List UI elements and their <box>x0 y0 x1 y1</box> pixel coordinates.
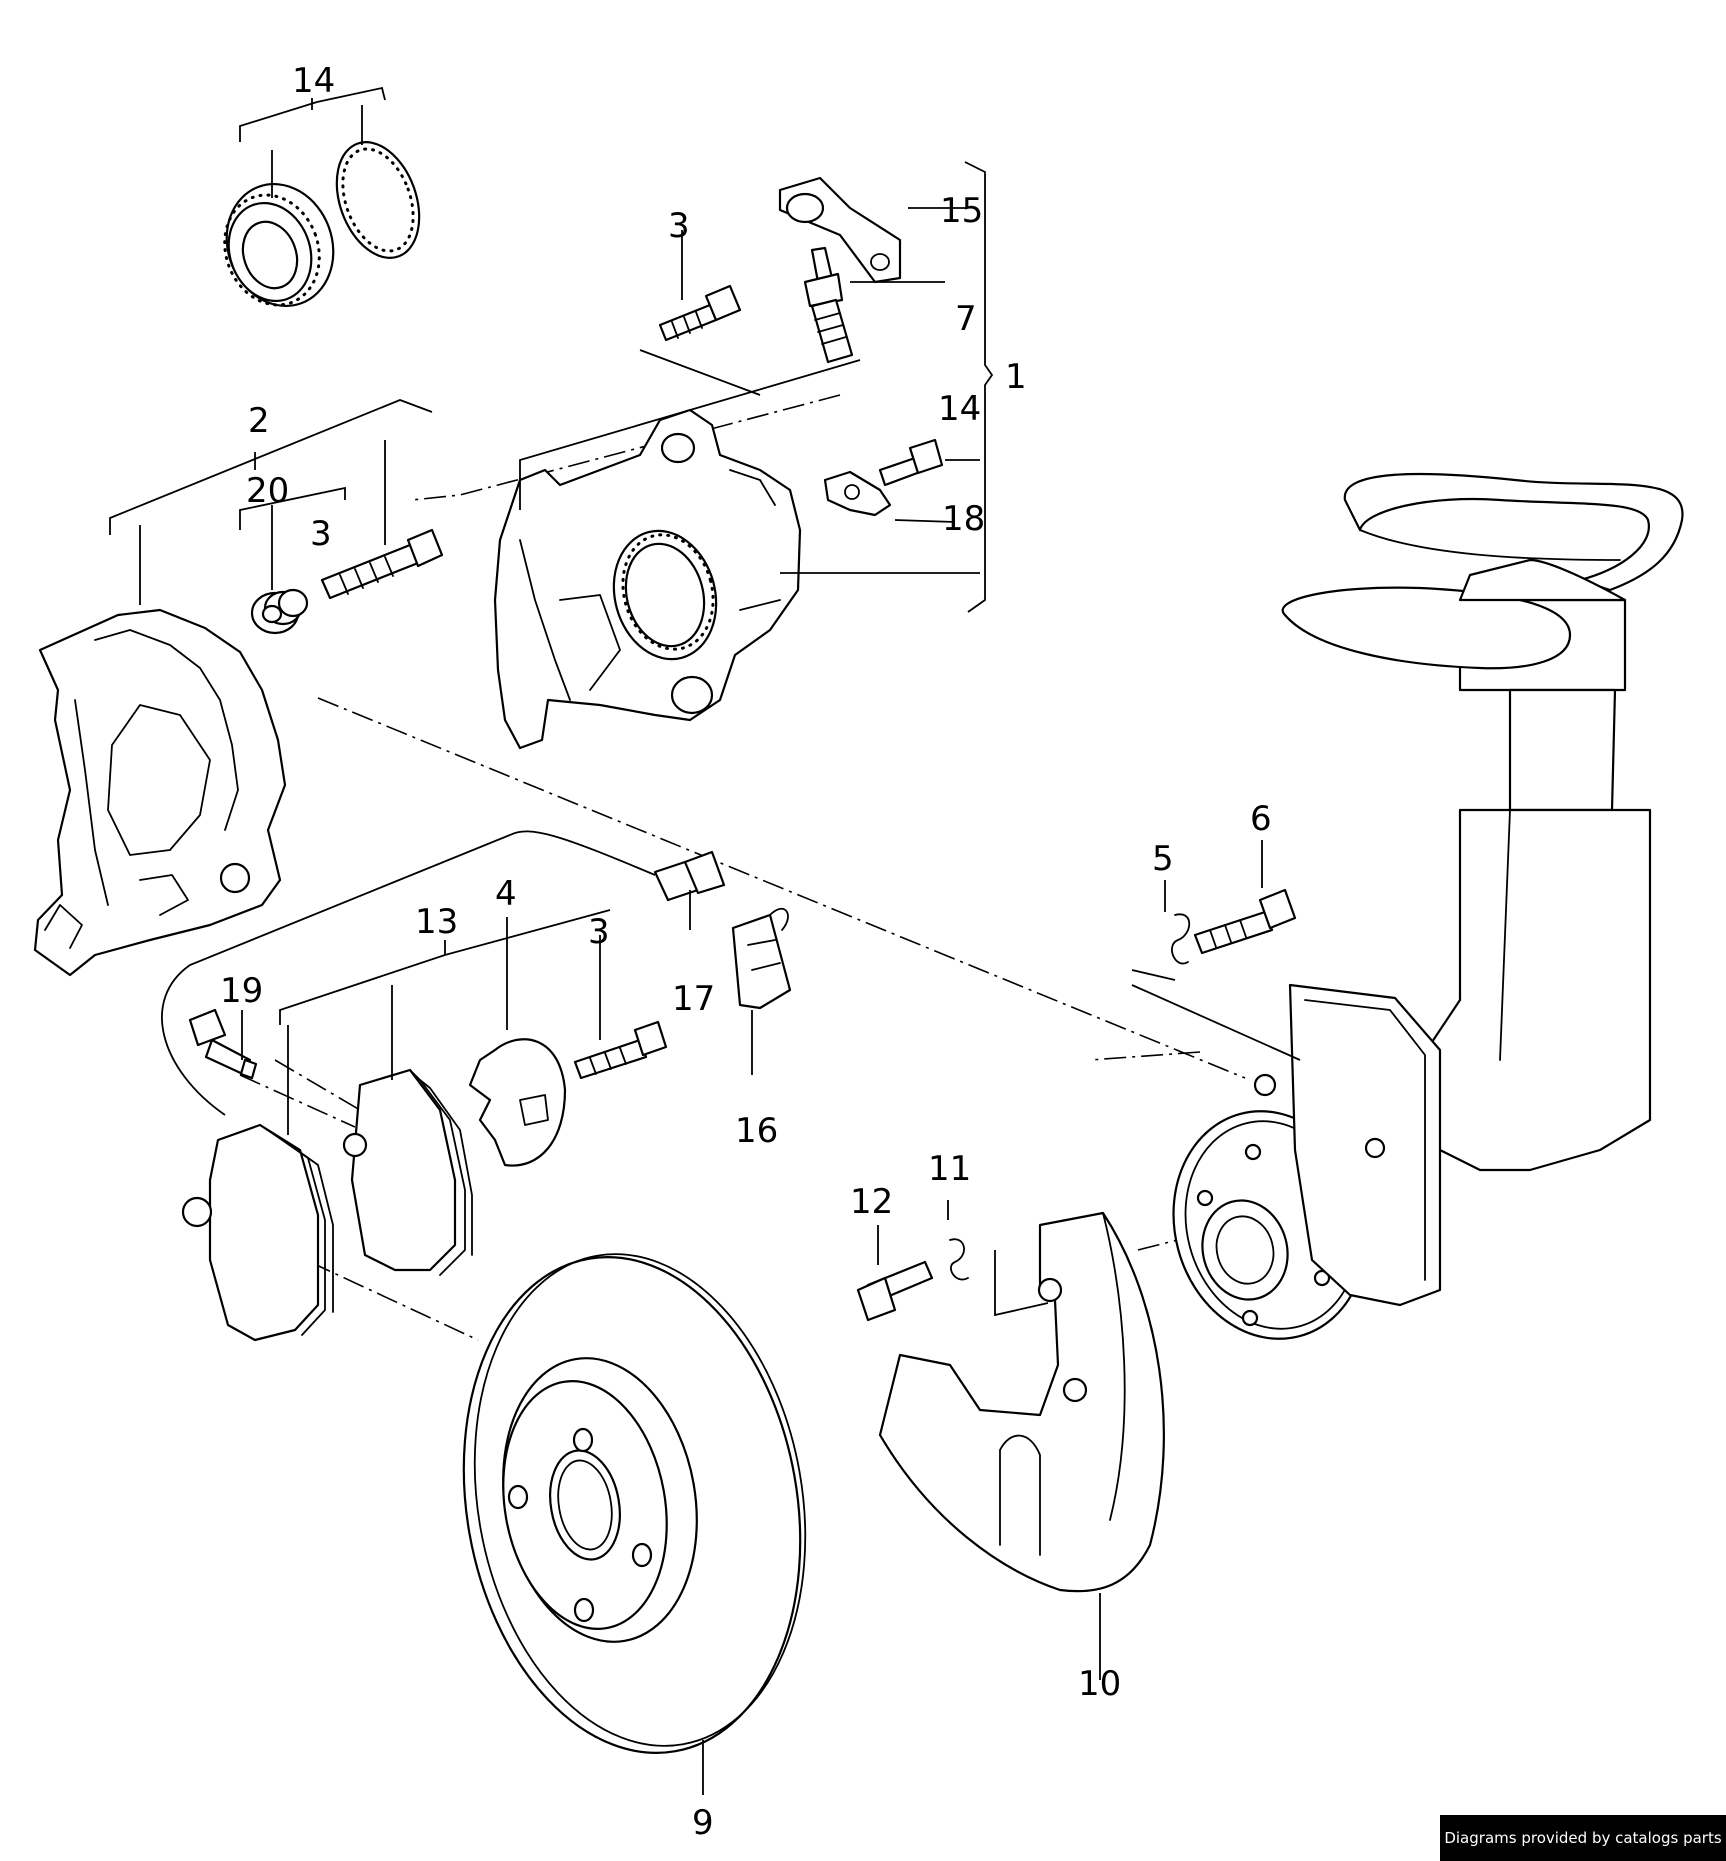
anti-rattle-clip-part <box>731 908 792 1010</box>
wear-indicator-part <box>468 1038 567 1167</box>
brake-disc-part <box>462 1253 807 1754</box>
callout-14-right: 14 <box>938 389 981 429</box>
bolt-part <box>658 284 742 342</box>
brake-pad-inner-part <box>181 1068 473 1342</box>
callout-19: 19 <box>220 971 263 1011</box>
callout-9: 9 <box>692 1803 714 1843</box>
bolt-washer-part <box>1171 888 1297 965</box>
callout-11: 11 <box>928 1149 971 1189</box>
brake-line-part <box>161 830 726 1116</box>
callout-3-top: 3 <box>668 206 690 246</box>
callout-1: 1 <box>1005 357 1027 397</box>
callout-18: 18 <box>942 499 985 539</box>
callout-7: 7 <box>955 299 977 339</box>
callout-17: 17 <box>672 979 715 1019</box>
callout-12: 12 <box>850 1182 893 1222</box>
bolt-part <box>573 1020 668 1080</box>
dust-shield-part <box>878 1211 1165 1593</box>
seal-kit-part <box>223 141 421 308</box>
bracket-plate-part <box>823 470 892 517</box>
footer-credit-text: Diagrams provided by catalogs parts <box>1444 1829 1722 1847</box>
caliper-carrier-part <box>33 608 287 977</box>
bolt-part <box>878 438 944 487</box>
callout-5: 5 <box>1152 839 1174 879</box>
caliper-housing-part <box>493 408 802 750</box>
guide-pin-small-part <box>188 1008 258 1080</box>
dust-cap-bracket-part <box>778 176 902 284</box>
footer-credit: Diagrams provided by catalogs parts <box>1440 1815 1726 1861</box>
callout-13: 13 <box>415 902 458 942</box>
callout-3-lower: 3 <box>588 912 610 952</box>
callout-labels: 14 3 15 7 1 14 18 2 20 3 6 5 4 13 3 17 1… <box>220 61 1272 1843</box>
leader-lines <box>109 86 1301 1795</box>
callout-4: 4 <box>495 874 517 914</box>
callout-16: 16 <box>735 1111 778 1151</box>
callout-15: 15 <box>940 191 983 231</box>
screw-washer-part <box>856 1238 969 1322</box>
bleeder-valve-part <box>803 246 854 364</box>
callout-10: 10 <box>1078 1664 1121 1704</box>
callout-20: 20 <box>246 471 289 511</box>
guide-pin-part <box>320 528 444 600</box>
callout-6: 6 <box>1250 799 1272 839</box>
callout-3-left: 3 <box>310 514 332 554</box>
callout-2: 2 <box>248 401 270 441</box>
guide-bushing-part <box>250 588 309 635</box>
callout-14-top: 14 <box>292 61 335 101</box>
suspension-strut-part <box>1253 472 1684 1307</box>
